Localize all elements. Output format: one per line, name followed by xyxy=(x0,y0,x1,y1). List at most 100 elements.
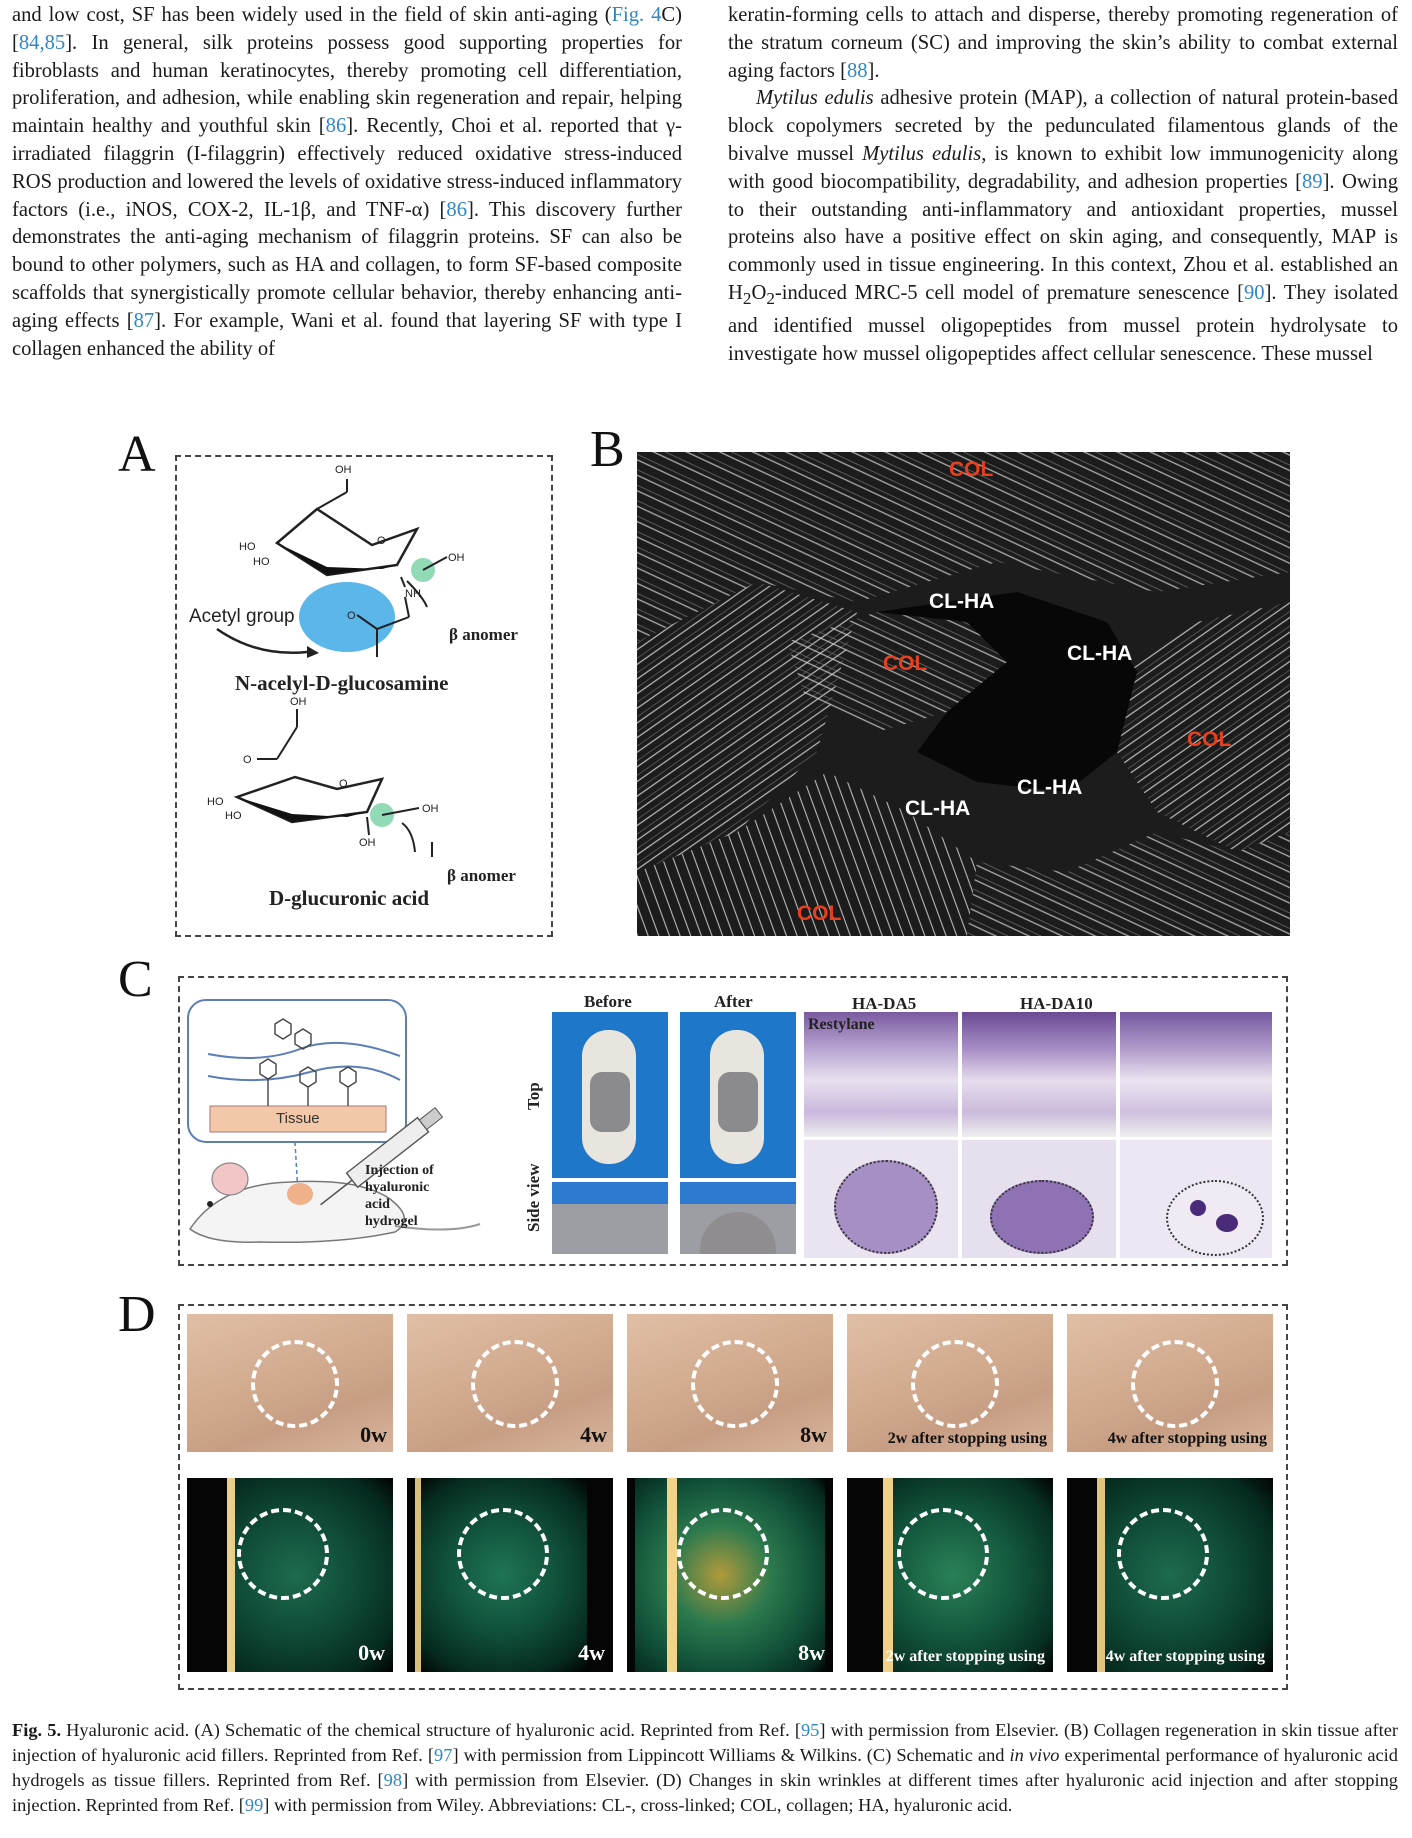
panel-letter-c: C xyxy=(118,951,153,1008)
col-label: COL xyxy=(949,458,994,481)
skin-photo-4w-after: 4w after stopping using xyxy=(1067,1314,1273,1452)
left-paragraph: and low cost, SF has been widely used in… xyxy=(12,4,683,360)
oct-image-4w: 4w xyxy=(407,1478,613,1672)
right-paragraph-2: Mytilus edulis adhesive protein (MAP), a… xyxy=(728,87,1399,365)
compound-1-name: N-acelyl-D-glucosamine xyxy=(235,671,448,695)
panel-a-structures: OH HO HO O OH NH O OH O HO HO O OH OH Ac… xyxy=(189,464,518,910)
time-label: 4w after stopping using xyxy=(1105,1648,1265,1665)
injection-label-3: acid xyxy=(365,1197,390,1212)
oct-image-4w-after: 4w after stopping using xyxy=(1067,1478,1273,1672)
collagen-fibers xyxy=(637,452,1290,936)
oh-label: OH xyxy=(448,552,465,564)
o-label: O xyxy=(377,535,386,547)
injection-site xyxy=(287,1183,313,1205)
time-label: 8w xyxy=(798,1640,825,1665)
ho-label: HO xyxy=(239,541,256,553)
citation-link[interactable]: 90 xyxy=(1243,281,1265,304)
tissue-label: Tissue xyxy=(276,1110,320,1127)
panel-d-frame xyxy=(178,1304,1288,1690)
right-paragraph-1: keratin-forming cells to attach and disp… xyxy=(728,4,1398,82)
oct-image-2w-after: 2w after stopping using xyxy=(847,1478,1053,1672)
citation-link[interactable]: 97 xyxy=(434,1745,453,1765)
right-column-text: keratin-forming cells to attach and disp… xyxy=(728,2,1398,368)
citation-link[interactable]: 99 xyxy=(244,1795,264,1815)
time-label: 0w xyxy=(360,1422,387,1447)
panel-letter-d: D xyxy=(118,1286,156,1343)
mouse-photo-after-side xyxy=(680,1182,796,1254)
oh-label: OH xyxy=(290,696,307,708)
col-label: COL xyxy=(883,652,928,675)
citation-link[interactable]: Fig. 4 xyxy=(611,4,662,26)
time-label: 4w xyxy=(580,1422,607,1447)
injection-schematic: Tissue Injection of hyaluronic acid hydr… xyxy=(187,999,481,1244)
panel-a-frame xyxy=(175,455,553,937)
acetyl-highlight xyxy=(299,582,395,652)
panel-c-frame xyxy=(178,976,1288,1266)
time-label: 2w after stopping using xyxy=(885,1648,1045,1665)
figure-caption: Fig. 5. Hyaluronic acid. (A) Schematic o… xyxy=(12,1718,1398,1818)
oct-image-8w: 8w xyxy=(627,1478,833,1672)
histology-hada5-bottom xyxy=(962,1140,1116,1258)
beta-anomer-label: β anomer xyxy=(449,625,518,644)
clha-label: CL-HA xyxy=(929,590,995,613)
oct-image-0w: 0w xyxy=(187,1478,393,1672)
injection-label-1: Injection of xyxy=(365,1163,434,1178)
oh-label: OH xyxy=(422,803,439,815)
panel-letter-b: B xyxy=(590,421,625,478)
citation-link[interactable]: 87 xyxy=(133,309,155,332)
citation-link[interactable]: 86 xyxy=(325,115,347,138)
subscript: 2 xyxy=(742,289,752,309)
o-label: O xyxy=(243,754,252,766)
o-label: O xyxy=(347,610,356,622)
time-label: 8w xyxy=(800,1422,827,1447)
time-label: 0w xyxy=(358,1640,385,1665)
collagen-micrograph: COL CL-HA COL CL-HA COL CL-HA CL-HA COL xyxy=(637,452,1290,936)
hada5-label: HA-DA5 xyxy=(852,994,917,1013)
acetyl-arrow xyxy=(216,627,308,654)
time-label: 4w after stopping using xyxy=(1107,1430,1267,1447)
ho-label: HO xyxy=(225,810,242,822)
citation-link[interactable]: 95 xyxy=(800,1720,820,1740)
ho-label: HO xyxy=(253,556,270,568)
compound-2-name: D-glucuronic acid xyxy=(269,886,429,910)
time-label: 2w after stopping using xyxy=(887,1430,1047,1447)
after-label: After xyxy=(714,992,753,1011)
italic-term: Mytilus edulis xyxy=(756,87,874,110)
col-label: COL xyxy=(797,902,842,925)
clha-label: CL-HA xyxy=(905,797,971,820)
italic-term: in vivo xyxy=(1009,1745,1060,1765)
citation-link[interactable]: 88 xyxy=(846,59,868,82)
citation-link[interactable]: 84,85 xyxy=(18,31,66,54)
hada10-label: HA-DA10 xyxy=(1020,994,1093,1013)
italic-term: Mytilus edulis xyxy=(862,142,982,165)
histology-restylane-top: Restylane xyxy=(804,1012,958,1137)
acetyl-group-label: Acetyl group xyxy=(189,606,295,627)
mouse-photo-before-side xyxy=(552,1182,668,1254)
mouse-ear xyxy=(211,1162,249,1196)
col-label: COL xyxy=(1187,728,1232,751)
caption-text: Hyaluronic acid. (A) Schematic of the ch… xyxy=(12,1720,1399,1815)
histology-hada10-bottom xyxy=(1120,1140,1272,1258)
o-label: O xyxy=(339,778,348,790)
skin-photo-4w: 4w xyxy=(407,1314,613,1452)
citation-link[interactable]: 89 xyxy=(1301,170,1323,193)
histology-restylane-bottom xyxy=(804,1140,958,1258)
skin-photo-0w: 0w xyxy=(187,1314,393,1452)
oh-label: OH xyxy=(359,837,376,849)
left-column-text: and low cost, SF has been widely used in… xyxy=(12,2,682,363)
clha-label: CL-HA xyxy=(1067,642,1133,665)
before-label: Before xyxy=(584,992,632,1011)
citation-link[interactable]: 98 xyxy=(383,1770,403,1790)
injection-label-4: hydrogel xyxy=(365,1214,418,1229)
time-label: 4w xyxy=(578,1640,605,1665)
top-label: Top xyxy=(524,1082,543,1110)
mouse-photo-after-top xyxy=(680,1012,796,1178)
side-view-label: Side view xyxy=(524,1163,543,1232)
histology-hada10-top xyxy=(1120,1012,1272,1137)
skin-photo-8w: 8w xyxy=(627,1314,833,1452)
injection-label-2: hyaluronic xyxy=(365,1180,429,1195)
ho-label: HO xyxy=(207,796,224,808)
skin-photo-2w-after: 2w after stopping using xyxy=(847,1314,1053,1452)
panel-letter-a: A xyxy=(118,426,156,483)
citation-link[interactable]: 86 xyxy=(446,198,467,221)
